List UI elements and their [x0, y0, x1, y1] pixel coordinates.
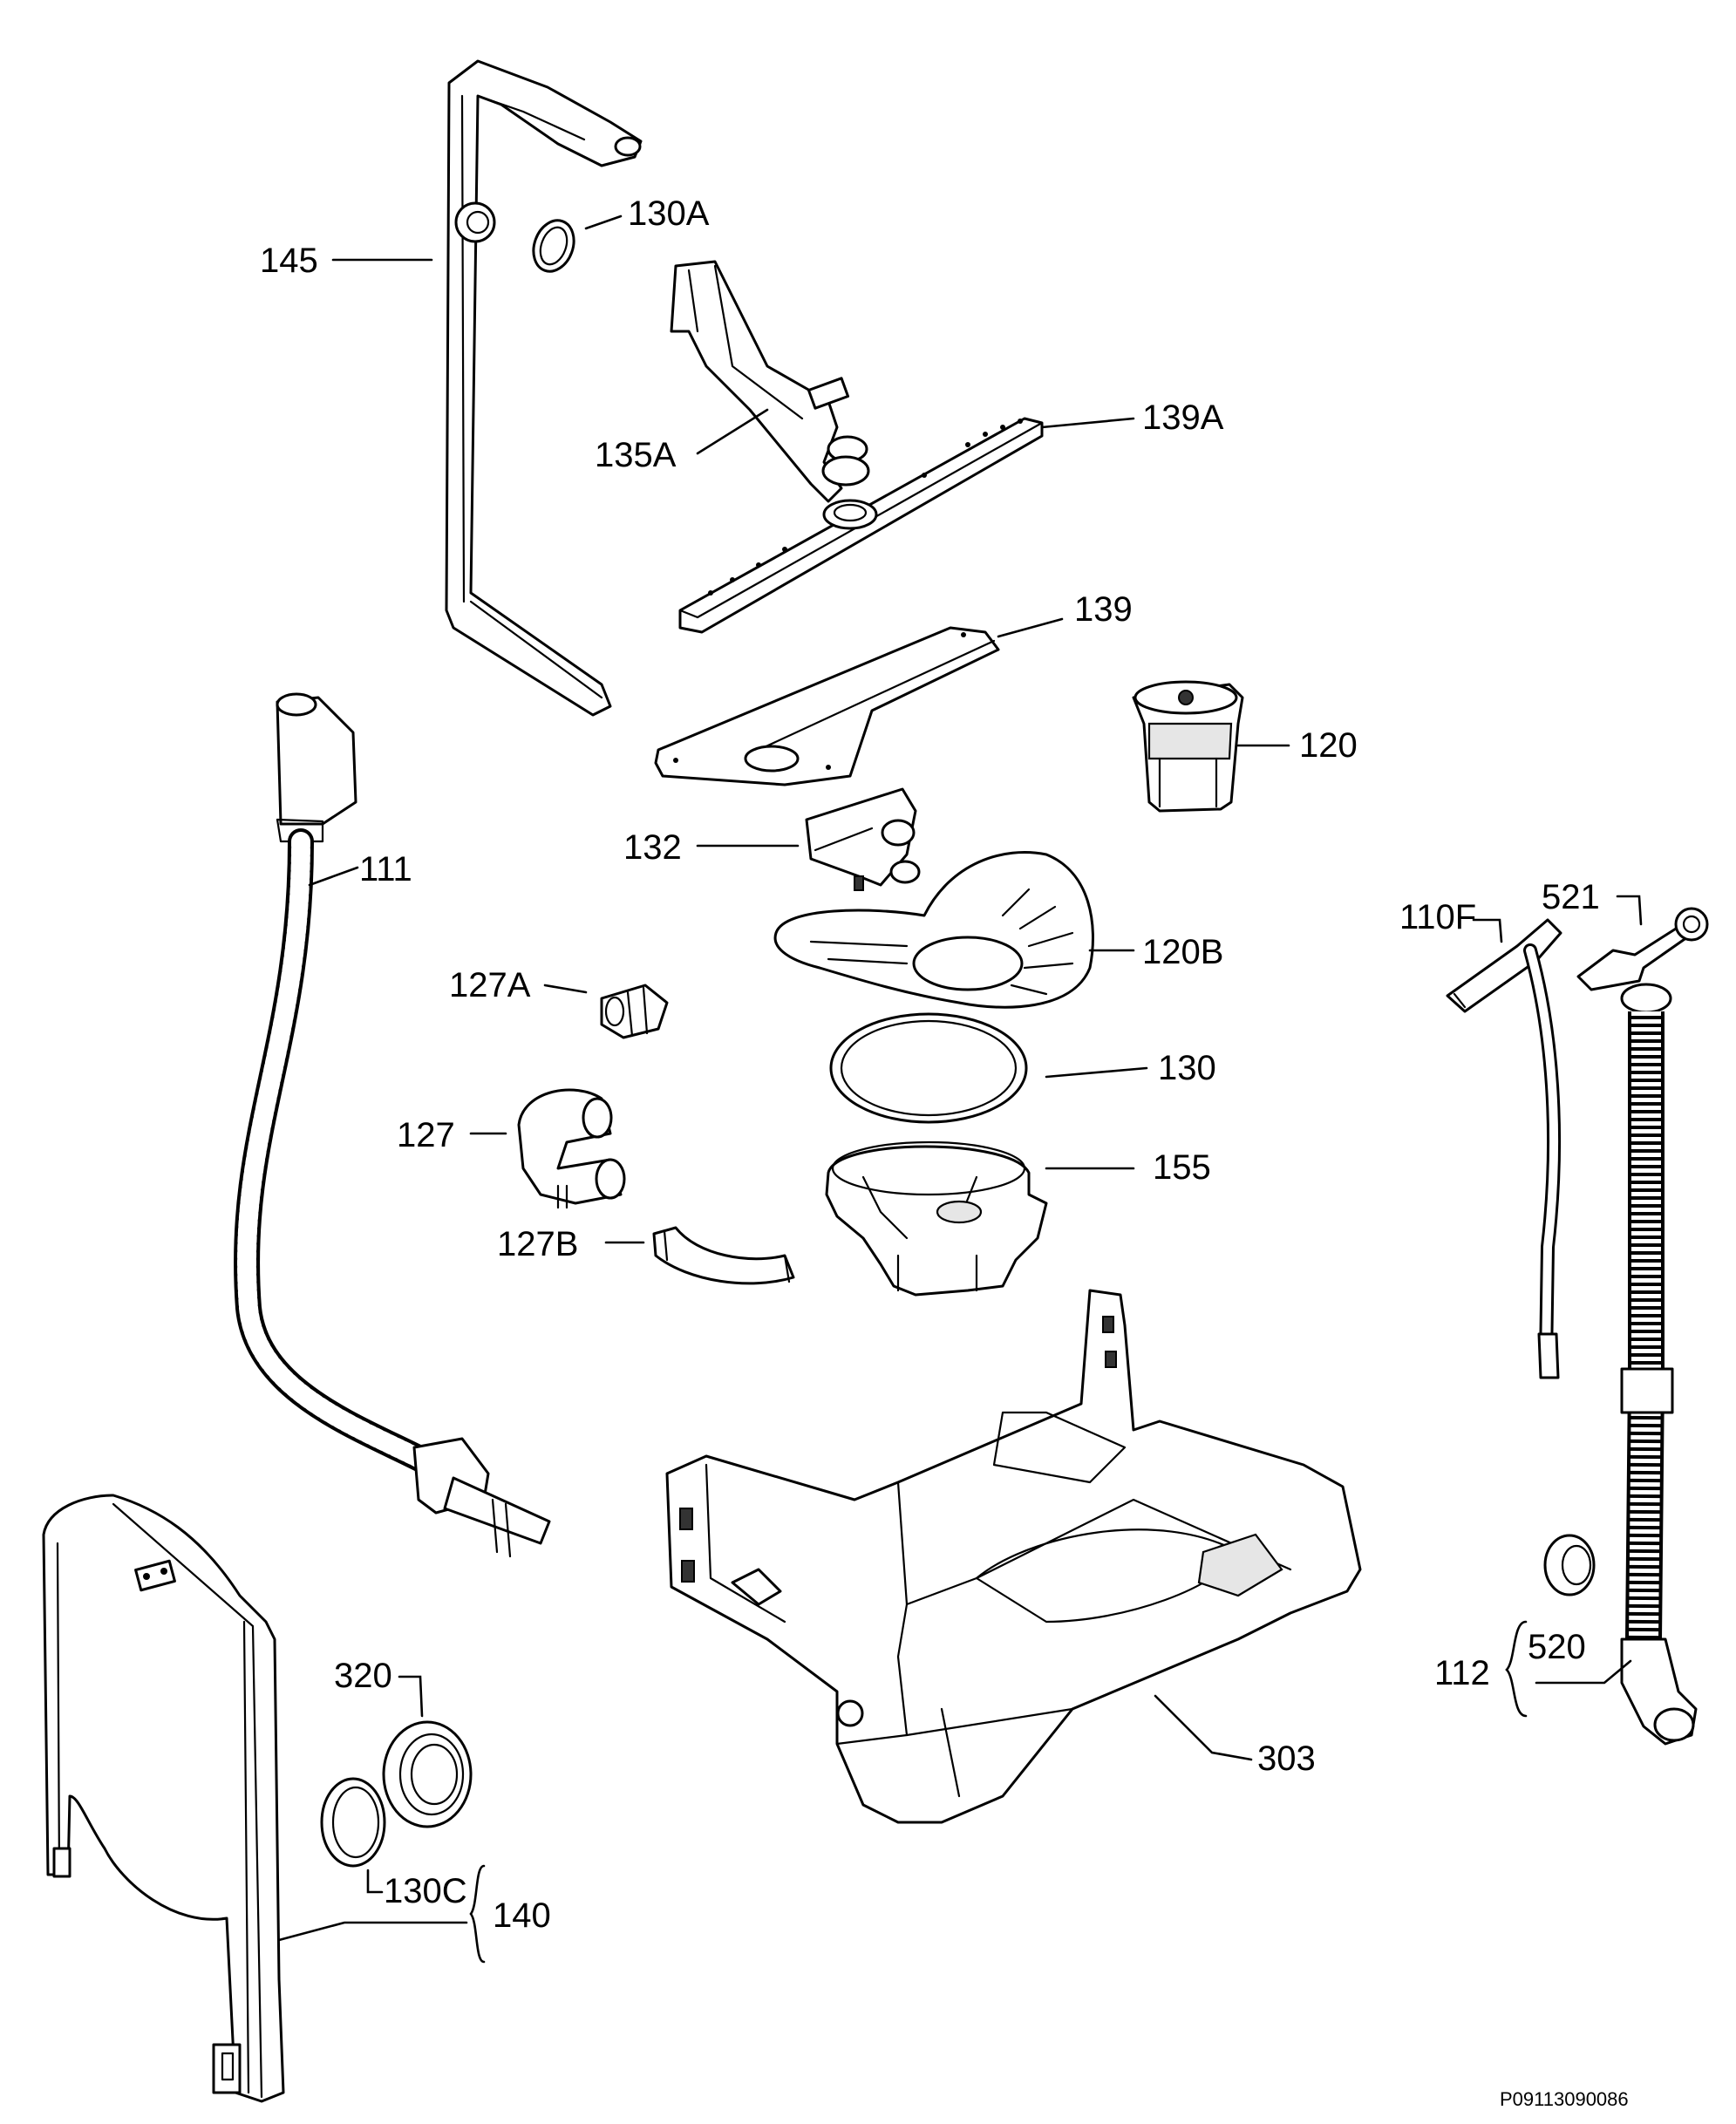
label-112: 112 — [1434, 1654, 1490, 1692]
label-135A: 135A — [595, 436, 677, 474]
part-112-drain-hose[interactable] — [1620, 983, 1698, 1746]
part-521-clip[interactable] — [1576, 907, 1709, 991]
leader-130C — [366, 1869, 384, 1894]
part-139A-upper-spray-arm[interactable] — [678, 417, 1044, 634]
label-120B: 120B — [1142, 933, 1223, 971]
leader-112 — [1535, 1659, 1632, 1685]
leader-139A — [1040, 417, 1135, 429]
label-127: 127 — [397, 1116, 455, 1154]
leader-127A — [543, 984, 588, 994]
label-130: 130 — [1158, 1049, 1216, 1087]
label-139A: 139A — [1142, 398, 1224, 437]
part-130-gasket[interactable] — [829, 1012, 1028, 1124]
part-132-sensor[interactable] — [805, 787, 921, 891]
part-139-lower-spray-arm[interactable] — [654, 626, 1000, 786]
label-145: 145 — [260, 242, 318, 280]
part-130A-o-ring[interactable] — [527, 214, 581, 276]
label-521: 521 — [1542, 878, 1600, 916]
label-130C: 130C — [384, 1872, 467, 1910]
label-155: 155 — [1153, 1148, 1211, 1187]
part-145-spray-pipe[interactable] — [445, 59, 643, 717]
part-303-base-tray[interactable] — [665, 1289, 1362, 1824]
leader-135A — [696, 408, 769, 455]
leader-110F — [1472, 918, 1503, 943]
part-127B-hose[interactable] — [652, 1226, 795, 1285]
part-520-clamp[interactable] — [1543, 1534, 1596, 1596]
part-320-flange[interactable] — [382, 1720, 473, 1828]
leader-140 — [277, 1921, 468, 1942]
leader-320 — [398, 1675, 424, 1718]
label-140: 140 — [493, 1896, 551, 1935]
leader-130 — [1045, 1066, 1148, 1079]
part-130C-seal[interactable] — [320, 1777, 386, 1868]
leader-130A — [584, 214, 623, 230]
label-520: 520 — [1528, 1628, 1586, 1666]
label-132: 132 — [623, 828, 682, 867]
part-110F-hose[interactable] — [1446, 918, 1562, 1379]
label-127B: 127B — [497, 1225, 578, 1263]
part-120B-flat-filter[interactable] — [773, 851, 1094, 1009]
brace-112 — [1505, 1620, 1528, 1718]
part-135A-arm-support[interactable] — [670, 260, 870, 503]
drawing-code: P09113090086 — [1500, 2088, 1629, 2110]
label-120: 120 — [1299, 726, 1358, 765]
leader-303 — [1154, 1694, 1253, 1761]
leader-111 — [308, 866, 359, 887]
leader-139 — [997, 617, 1064, 638]
label-320: 320 — [334, 1657, 392, 1695]
label-110F: 110F — [1399, 898, 1476, 936]
leader-521 — [1616, 895, 1643, 926]
label-303: 303 — [1257, 1739, 1316, 1778]
part-120-filter[interactable] — [1132, 680, 1244, 813]
label-111: 111 — [359, 850, 412, 888]
part-140-side-panel[interactable] — [42, 1494, 285, 2103]
brace-140 — [469, 1864, 486, 1964]
part-155-sump[interactable] — [825, 1140, 1048, 1297]
label-130A: 130A — [628, 194, 710, 233]
part-127-elbow-pipe[interactable] — [517, 1088, 626, 1209]
part-111-inlet-hose[interactable] — [234, 692, 551, 1558]
part-127A-connector[interactable] — [600, 984, 669, 1039]
label-139: 139 — [1074, 590, 1133, 629]
label-127A: 127A — [449, 966, 531, 1004]
